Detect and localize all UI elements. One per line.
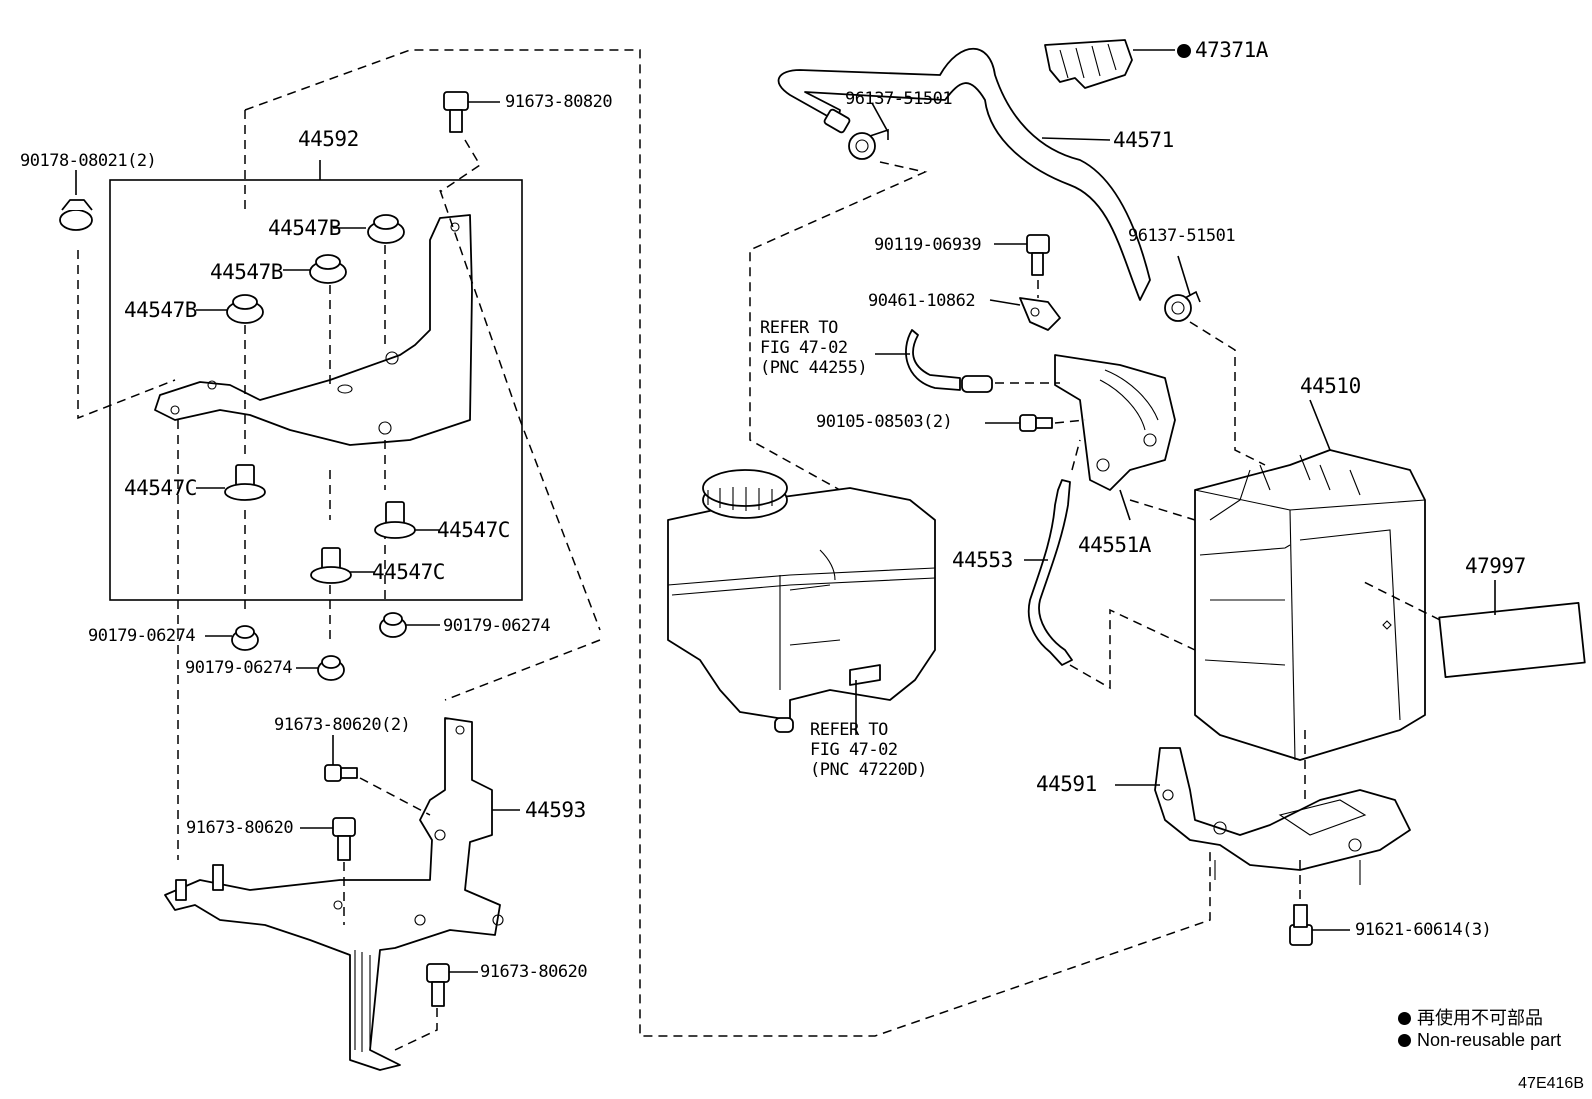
bolt-91621	[1289, 904, 1313, 946]
ref1-line3: (PNC 44255)	[760, 358, 868, 379]
label-44591: 44591	[1036, 772, 1097, 796]
legend-bullet-icon	[1398, 1012, 1411, 1025]
clamp-96137-b	[1164, 290, 1201, 322]
bolt-91673-80620-a	[324, 764, 358, 782]
label-91673-80620-2: 91673-80620(2)	[274, 715, 411, 735]
label-90461-10862: 90461-10862	[868, 291, 976, 311]
label-91673-80620-a: 91673-80620	[186, 818, 294, 838]
ref2-line2: FIG 47-02	[810, 740, 898, 761]
dashed-outline-left	[244, 49, 1211, 1037]
ref2-line3: (PNC 47220D)	[810, 760, 927, 781]
label-44547C-2: 44547C	[437, 518, 510, 542]
label-44592: 44592	[298, 127, 359, 151]
bolt-91673-80620-c	[426, 963, 450, 1007]
non-reusable-bullet-icon	[1177, 44, 1191, 58]
label-44547B-2: 44547B	[210, 260, 283, 284]
label-90179-06274-2: 90179-06274	[443, 616, 551, 636]
hose-44571	[777, 48, 1151, 301]
nut-90179-1	[231, 625, 259, 651]
bracket-44592	[154, 214, 473, 446]
label-44510: 44510	[1300, 374, 1361, 398]
collar-44547C-1	[224, 464, 266, 501]
bolt-91673-80820	[443, 91, 469, 133]
bracket-90461	[1019, 297, 1061, 331]
nut-90178	[59, 199, 93, 231]
label-90119-06939: 90119-06939	[874, 235, 982, 255]
legend-en-text: Non-reusable part	[1417, 1030, 1562, 1050]
ref1-line1: REFER TO	[760, 318, 838, 338]
sensor-wire-44553	[1027, 479, 1073, 666]
grommet-44547B-1	[367, 214, 405, 244]
bolt-90119	[1026, 234, 1050, 276]
brake-fluid-reservoir	[667, 469, 936, 733]
legend-bullet-icon	[1398, 1034, 1411, 1047]
label-47997	[1438, 601, 1586, 679]
label-44551A: 44551A	[1078, 533, 1151, 557]
label-47997: 47997	[1465, 554, 1526, 578]
figure-code: 47E416B	[1518, 1075, 1584, 1092]
bracket-44591	[1154, 747, 1411, 885]
label-44571: 44571	[1113, 128, 1174, 152]
clip-47371A	[1044, 39, 1133, 89]
label-90178-08021: 90178-08021(2)	[20, 151, 157, 171]
abs-actuator-44510	[1194, 449, 1426, 761]
label-91621-60614: 91621-60614(3)	[1355, 920, 1492, 940]
legend-en: Non-reusable part	[1398, 1030, 1561, 1051]
label-90179-06274-3: 90179-06274	[185, 658, 293, 678]
label-91673-80620-b: 91673-80620	[480, 962, 588, 982]
label-90179-06274-1: 90179-06274	[88, 626, 196, 646]
nut-90179-3	[317, 655, 345, 681]
collar-44547C-2	[374, 501, 416, 539]
label-44547B-1: 44547B	[268, 216, 341, 240]
bracket-44593	[164, 717, 504, 1071]
legend-jp-text: 再使用不可部品	[1417, 1008, 1543, 1028]
label-44553: 44553	[952, 548, 1013, 572]
label-90105-08503: 90105-08503(2)	[816, 412, 953, 432]
label-44593: 44593	[525, 798, 586, 822]
bolt-90105	[1019, 414, 1053, 432]
ref2-line1: REFER TO	[810, 720, 888, 740]
grommet-44547B-2	[309, 254, 347, 284]
label-47371A-text: 47371A	[1195, 38, 1268, 62]
label-96137-51501-a: 96137-51501	[845, 89, 953, 109]
nut-90179-2	[379, 612, 407, 638]
reference-44255: REFER TO FIG 47-02 (PNC 44255)	[760, 318, 868, 379]
clamp-96137-a	[848, 128, 889, 160]
collar-44547C-3	[310, 547, 352, 584]
legend-jp: 再使用不可部品	[1398, 1004, 1543, 1030]
label-44547C-3: 44547C	[372, 560, 445, 584]
label-44547C-1: 44547C	[124, 476, 197, 500]
label-44547B-3: 44547B	[124, 298, 197, 322]
ref1-line2: FIG 47-02	[760, 338, 848, 359]
bracket-44551A	[1054, 354, 1176, 491]
bolt-91673-80620-b	[332, 817, 356, 861]
kit-box-44592	[109, 179, 523, 601]
label-91673-80820: 91673-80820	[505, 92, 613, 112]
label-47371A: 47371A	[1177, 40, 1268, 61]
label-96137-51501-b: 96137-51501	[1128, 226, 1236, 246]
grommet-44547B-3	[226, 294, 264, 324]
reference-47220D: REFER TO FIG 47-02 (PNC 47220D)	[810, 720, 927, 780]
